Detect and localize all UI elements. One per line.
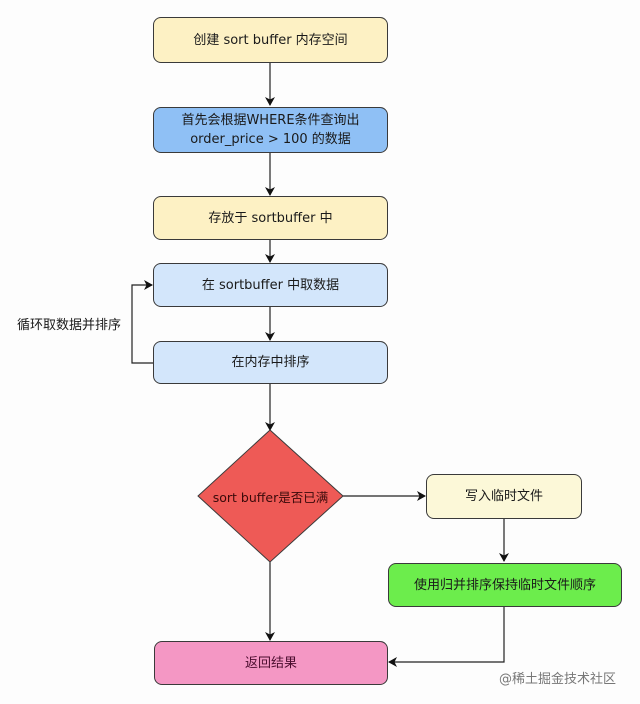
loop-label: 循环取数据并排序 (17, 318, 122, 333)
node-sort-memory: 在内存中排序 (153, 341, 388, 384)
node-merge-sort-label: 使用归并排序保持临时文件顺序 (413, 577, 596, 593)
decision-label: sort buffer是否已满 (212, 490, 329, 505)
node-fetch-buffer-label: 在 sortbuffer 中取数据 (201, 277, 340, 293)
node-store-buffer-label: 存放于 sortbuffer 中 (208, 210, 333, 226)
node-sort-memory-label: 在内存中排序 (231, 355, 310, 370)
decision-diamond (197, 429, 344, 563)
node-query-where: 首先会根据WHERE条件查询出 order_price > 100 的数据 (153, 107, 388, 153)
node-fetch-buffer: 在 sortbuffer 中取数据 (153, 263, 388, 307)
node-create-buffer: 创建 sort buffer 内存空间 (153, 17, 388, 63)
node-merge-sort: 使用归并排序保持临时文件顺序 (388, 563, 622, 607)
node-query-where-line1: 首先会根据WHERE条件查询出 (181, 113, 360, 128)
arrow-loop-back (131, 280, 154, 364)
arrow-merge-to-return (388, 607, 505, 667)
node-return-result: 返回结果 (154, 641, 388, 685)
node-store-buffer: 存放于 sortbuffer 中 (153, 196, 388, 240)
node-query-where-line2: order_price > 100 的数据 (190, 132, 351, 147)
node-create-buffer-label: 创建 sort buffer 内存空间 (193, 32, 348, 48)
node-write-temp-label: 写入临时文件 (464, 489, 543, 504)
node-return-result-label: 返回结果 (244, 655, 297, 671)
node-write-temp: 写入临时文件 (426, 474, 582, 519)
watermark: @稀土掘金技术社区 (499, 672, 617, 687)
